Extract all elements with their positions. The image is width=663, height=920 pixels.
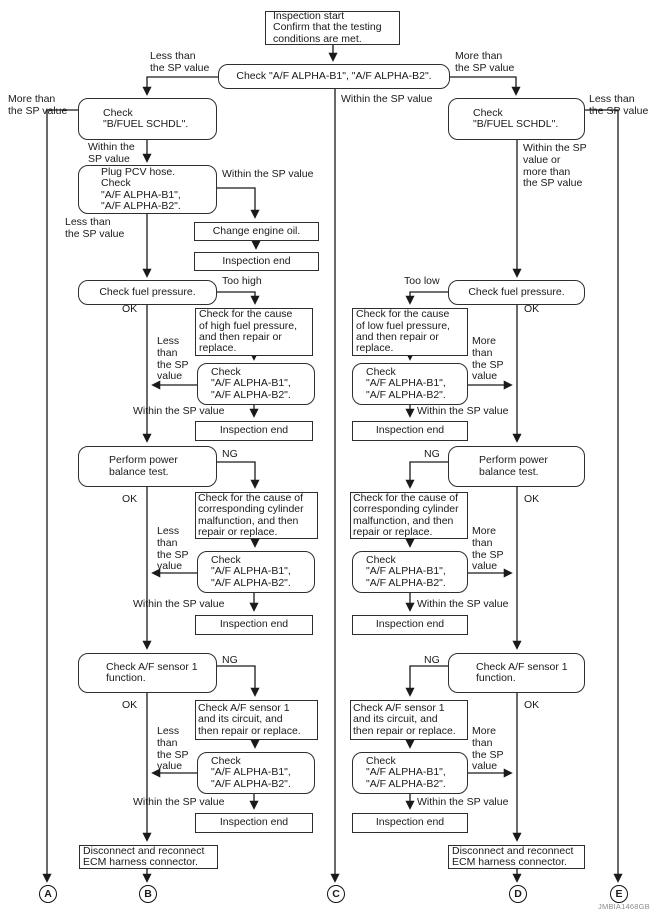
label-ok-power-left: OK: [122, 493, 138, 505]
box-cause-low-fuel-pressure: Check for the cause of low fuel pressure…: [352, 308, 468, 356]
box-af-sensor-circuit-right: Check A/F sensor 1 and its circuit, and …: [350, 700, 468, 740]
box-inspection-end-fuel-left: Inspection end: [195, 421, 313, 441]
label-more-than-far-left: More than the SP value: [8, 93, 68, 117]
figure-code: JMBIA1468GB: [598, 902, 650, 911]
box-inspection-end-sensor-right: Inspection end: [352, 813, 468, 833]
label-within-sensor-left: Within the SP value: [133, 796, 225, 808]
box-cause-high-fuel-pressure: Check for the cause of high fuel pressur…: [195, 308, 313, 356]
box-check-alpha-sensor-left: Check "A/F ALPHA-B1", "A/F ALPHA-B2".: [197, 752, 315, 794]
label-more-stack-fuel: More than the SP value: [472, 335, 504, 383]
label-less-than-far-right: Less than the SP value: [589, 93, 649, 117]
box-cause-cylinder-right: Check for the cause of corresponding cyl…: [350, 492, 468, 539]
label-too-high: Too high: [222, 275, 262, 287]
label-ng-power-right: NG: [424, 448, 440, 460]
label-within-sp-pcv: Within the SP value: [222, 168, 314, 180]
box-check-fuel-pressure-right: Check fuel pressure.: [448, 280, 585, 305]
label-ok-power-right: OK: [524, 493, 540, 505]
label-within-power-right: Within the SP value: [417, 598, 509, 610]
label-less-stack-sensor: Less than the SP value: [157, 725, 189, 773]
box-change-engine-oil: Change engine oil.: [194, 222, 319, 241]
box-check-alpha-fuel-left: Check "A/F ALPHA-B1", "A/F ALPHA-B2".: [197, 363, 315, 405]
terminal-a: A: [39, 885, 57, 903]
label-ok-fuel-right: OK: [524, 303, 540, 315]
label-within-sp-center: Within the SP value: [341, 93, 433, 105]
label-less-stack-fuel: Less than the SP value: [157, 335, 189, 383]
label-within-power-left: Within the SP value: [133, 598, 225, 610]
box-disconnect-ecm-right: Disconnect and reconnect ECM harness con…: [448, 845, 585, 869]
terminal-d: D: [509, 885, 527, 903]
box-power-balance-left: Perform power balance test.: [78, 446, 217, 487]
label-more-stack-power: More than the SP value: [472, 525, 504, 573]
box-inspection-end-power-right: Inspection end: [352, 615, 468, 635]
box-check-alpha-fuel-right: Check "A/F ALPHA-B1", "A/F ALPHA-B2".: [352, 363, 468, 405]
box-check-alpha-top: Check "A/F ALPHA-B1", "A/F ALPHA-B2".: [218, 64, 450, 89]
label-ok-sensor-right: OK: [524, 699, 540, 711]
terminal-c: C: [327, 885, 345, 903]
label-ok-fuel-left: OK: [122, 303, 138, 315]
label-more-than-top: More than the SP value: [455, 50, 515, 74]
box-check-alpha-power-left: Check "A/F ALPHA-B1", "A/F ALPHA-B2".: [197, 551, 315, 593]
box-check-alpha-power-right: Check "A/F ALPHA-B1", "A/F ALPHA-B2".: [352, 551, 468, 593]
box-disconnect-ecm-left: Disconnect and reconnect ECM harness con…: [79, 845, 218, 869]
box-check-alpha-sensor-right: Check "A/F ALPHA-B1", "A/F ALPHA-B2".: [352, 752, 468, 794]
label-ng-sensor-left: NG: [222, 654, 238, 666]
box-plug-pcv: Plug PCV hose. Check "A/F ALPHA-B1", "A/…: [78, 165, 217, 214]
label-within-sensor-right: Within the SP value: [417, 796, 509, 808]
box-af-sensor-right: Check A/F sensor 1 function.: [448, 653, 585, 693]
label-ng-power-left: NG: [222, 448, 238, 460]
box-inspection-end-power-left: Inspection end: [195, 615, 313, 635]
label-less-stack-power: Less than the SP value: [157, 525, 189, 573]
box-check-bfuel-right: Check "B/FUEL SCHDL".: [448, 98, 585, 140]
terminal-e: E: [610, 885, 628, 903]
box-check-fuel-pressure-left: Check fuel pressure.: [78, 280, 217, 305]
terminal-b: B: [139, 885, 157, 903]
box-cause-cylinder-left: Check for the cause of corresponding cyl…: [195, 492, 318, 539]
box-inspection-start: Inspection start Confirm that the testin…: [265, 10, 400, 45]
label-within-or-more-right: Within the SP value or more than the SP …: [523, 142, 587, 190]
label-less-than-top: Less than the SP value: [150, 50, 210, 74]
label-more-stack-sensor: More than the SP value: [472, 725, 504, 773]
box-check-bfuel-left: Check "B/FUEL SCHDL".: [78, 98, 217, 140]
label-less-than-mid-left: Less than the SP value: [65, 216, 125, 240]
box-power-balance-right: Perform power balance test.: [448, 446, 585, 487]
box-inspection-end-sensor-left: Inspection end: [195, 813, 313, 833]
label-within-sp-left: Within the SP value: [88, 141, 135, 165]
box-inspection-end-fuel-right: Inspection end: [352, 421, 468, 441]
label-within-fuel-left: Within the SP value: [133, 405, 225, 417]
label-ng-sensor-right: NG: [424, 654, 440, 666]
label-within-fuel-right: Within the SP value: [417, 405, 509, 417]
box-inspection-end-center: Inspection end: [194, 252, 319, 271]
label-ok-sensor-left: OK: [122, 699, 138, 711]
box-af-sensor-left: Check A/F sensor 1 function.: [78, 653, 217, 693]
label-too-low: Too low: [404, 275, 440, 287]
box-af-sensor-circuit-left: Check A/F sensor 1 and its circuit, and …: [195, 700, 318, 740]
